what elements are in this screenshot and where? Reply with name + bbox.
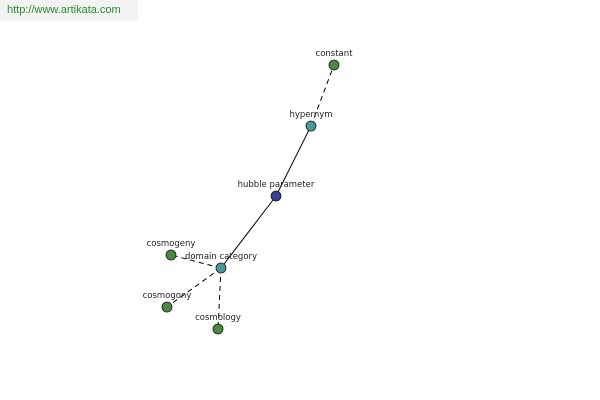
node-label-cosmogeny: cosmogeny bbox=[147, 239, 196, 249]
watermark-banner: http://www.artikata.com bbox=[0, 0, 138, 21]
node-label-constant: constant bbox=[316, 49, 354, 59]
node-label-cosmogony: cosmogony bbox=[143, 291, 192, 301]
graph-nodes bbox=[161, 59, 340, 335]
node-hubble[interactable] bbox=[270, 190, 282, 202]
node-label-domain: domain category bbox=[185, 252, 257, 262]
node-hypernym[interactable] bbox=[305, 120, 317, 132]
watermark-link[interactable]: http://www.artikata.com bbox=[7, 4, 121, 16]
node-label-cosmology: cosmology bbox=[195, 313, 241, 323]
node-cosmogony[interactable] bbox=[161, 301, 173, 313]
node-label-hypernym: hypernym bbox=[289, 110, 332, 120]
edge-domain-cosmogony bbox=[166, 267, 222, 308]
graph-edges bbox=[166, 64, 335, 330]
edge-hypernym-constant bbox=[310, 64, 335, 127]
node-cosmogeny[interactable] bbox=[165, 249, 177, 261]
edge-hubble-domain bbox=[220, 195, 277, 269]
graph-labels: hubble parameter hypernym constant domain c… bbox=[143, 49, 354, 323]
node-constant[interactable] bbox=[328, 59, 340, 71]
edge-domain-cosmology bbox=[217, 267, 222, 330]
edge-hubble-hypernym bbox=[275, 125, 312, 197]
node-domain[interactable] bbox=[215, 262, 227, 274]
node-label-hubble: hubble parameter bbox=[238, 180, 315, 190]
node-cosmology[interactable] bbox=[212, 323, 224, 335]
